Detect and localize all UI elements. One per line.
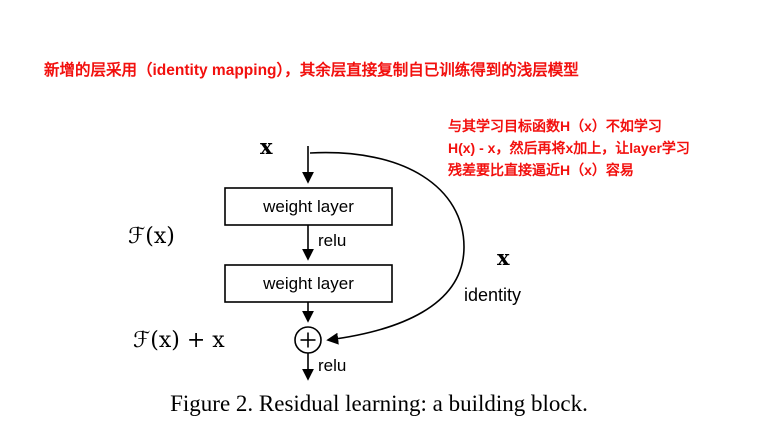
sum-node <box>294 326 322 354</box>
identity-skip-curve <box>309 151 465 345</box>
input-x-label: x <box>260 134 273 159</box>
annotation-right-line-2: H(x) - x，然后再将x加上，让layer学习 <box>448 140 690 156</box>
sum-output-label: ℱ(x) + x <box>133 328 225 353</box>
annotation-top: 新增的层采用（identity mapping），其余层直接复制自已训练得到的浅… <box>44 62 579 79</box>
annotation-right: 与其学习目标函数H（x）不如学习 H(x) - x，然后再将x加上，让layer… <box>448 115 690 181</box>
residual-function-label: ℱ(x) <box>128 224 175 249</box>
relu-out-label: relu <box>318 356 347 375</box>
relu-mid-label: relu <box>318 231 347 250</box>
identity-label: identity <box>464 285 522 305</box>
annotation-right-line-1: 与其学习目标函数H（x）不如学习 <box>448 118 662 134</box>
annotation-right-line-3: 残差要比直接逼近H（x）容易 <box>448 162 634 178</box>
weight-layer-1-label: weight layer <box>263 196 354 216</box>
skip-x-label: x <box>497 245 510 270</box>
weight-layer-2-box <box>224 264 393 303</box>
figure-caption: Figure 2. Residual learning: a building … <box>170 391 588 416</box>
weight-layer-2-label: weight layer <box>263 273 354 293</box>
